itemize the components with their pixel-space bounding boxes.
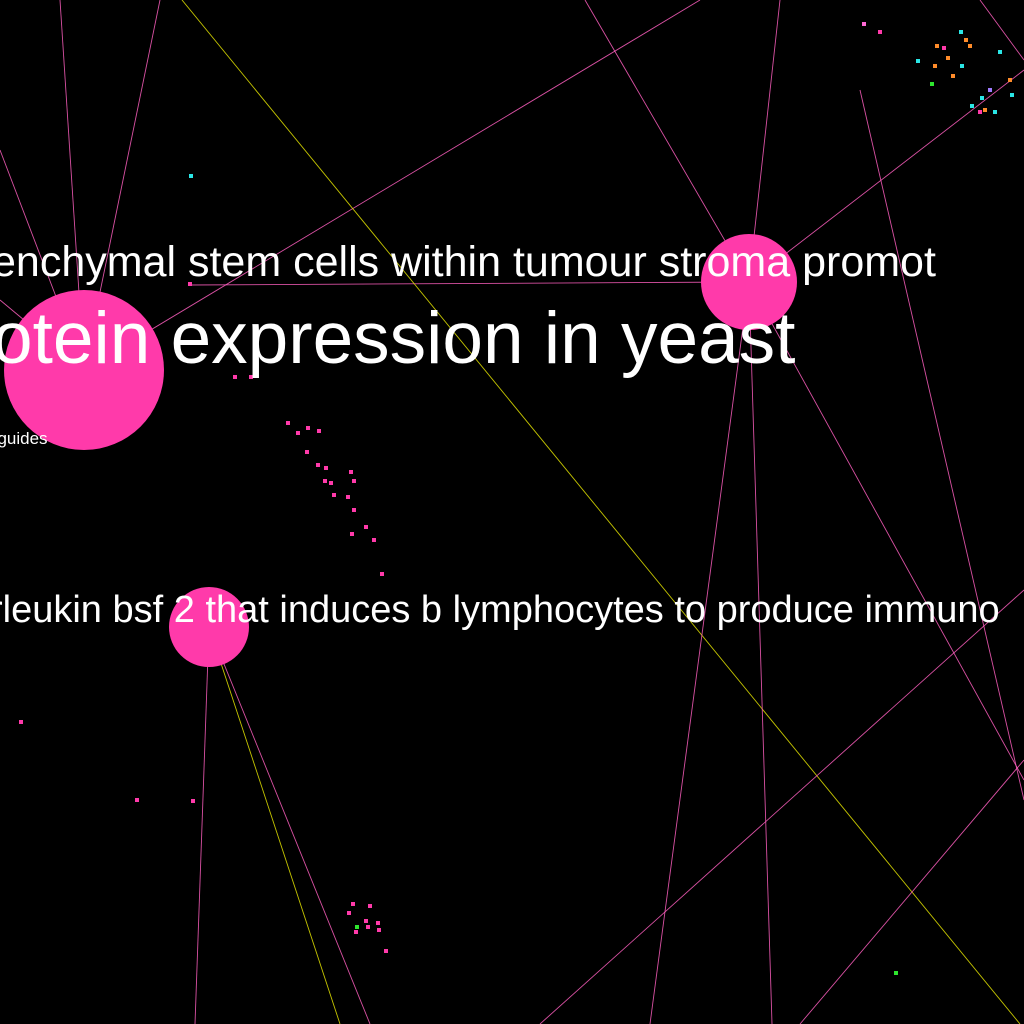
graph-particle	[1010, 93, 1014, 97]
graph-particle	[19, 720, 23, 724]
graph-particle	[329, 481, 333, 485]
graph-particle	[959, 30, 963, 34]
node-layer	[4, 234, 797, 667]
graph-edge	[189, 281, 750, 286]
graph-particle	[354, 930, 358, 934]
graph-particle	[351, 902, 355, 906]
node-yeast-protein-expression[interactable]	[4, 290, 164, 450]
graph-particle	[191, 799, 195, 803]
graph-particle	[862, 22, 866, 26]
graph-edge	[748, 281, 773, 1024]
graph-particle	[317, 429, 321, 433]
graph-particle	[355, 925, 359, 929]
graph-particle	[189, 174, 193, 178]
graph-particle	[324, 466, 328, 470]
graph-particle	[377, 928, 381, 932]
graph-particle	[306, 426, 310, 430]
graph-particle	[376, 921, 380, 925]
graph-edge	[649, 281, 750, 1024]
graph-edge	[194, 626, 210, 1024]
graph-particle	[384, 949, 388, 953]
graph-particle	[978, 110, 982, 114]
node-label-yeast-protein-expression[interactable]: otein expression in yeast	[0, 298, 796, 379]
graph-particle	[970, 104, 974, 108]
graph-particle	[380, 572, 384, 576]
graph-particle	[188, 282, 192, 286]
graph-particle	[983, 108, 987, 112]
node-tumour-stroma[interactable]	[701, 234, 797, 330]
graph-particle	[332, 493, 336, 497]
graph-edge	[799, 759, 1024, 1024]
graph-edge	[584, 0, 750, 283]
graph-edge	[83, 0, 701, 371]
graph-edge	[208, 626, 341, 1024]
graph-edge	[859, 89, 1024, 801]
graph-particle	[296, 431, 300, 435]
graph-particle	[346, 495, 350, 499]
graph-edge	[539, 589, 1024, 1024]
graph-particle	[946, 56, 950, 60]
graph-particle	[366, 925, 370, 929]
graph-particle	[316, 463, 320, 467]
graph-particle	[352, 508, 356, 512]
particle-layer	[19, 22, 1014, 975]
graph-particle	[916, 59, 920, 63]
node-label-tumour-stroma[interactable]: enchymal stem cells within tumour stroma…	[0, 238, 936, 286]
graph-particle	[933, 64, 937, 68]
node-label-interleukin-bsf2[interactable]: rleukin bsf 2 that induces b lymphocytes…	[0, 589, 1000, 631]
graph-particle	[364, 525, 368, 529]
graph-particle	[998, 50, 1002, 54]
graph-particle	[988, 88, 992, 92]
graph-particle	[935, 44, 939, 48]
graph-particle	[980, 96, 984, 100]
graph-particle	[305, 450, 309, 454]
graph-particle	[352, 479, 356, 483]
graph-particle	[993, 110, 997, 114]
graph-particle	[968, 44, 972, 48]
graph-particle	[347, 911, 351, 915]
graph-particle	[368, 904, 372, 908]
graph-particle	[286, 421, 290, 425]
graph-particle	[894, 971, 898, 975]
graph-edge	[979, 0, 1024, 61]
graph-particle	[249, 375, 253, 379]
graph-particle	[323, 479, 327, 483]
graph-particle	[964, 38, 968, 42]
graph-edge	[748, 281, 1024, 781]
graph-particle	[942, 46, 946, 50]
graph-particle	[930, 82, 934, 86]
node-interleukin-bsf2[interactable]	[169, 587, 249, 667]
graph-edge	[208, 626, 371, 1024]
graph-edge	[748, 69, 1024, 283]
graph-particle	[878, 30, 882, 34]
graph-particle	[1008, 78, 1012, 82]
graph-particle	[349, 470, 353, 474]
graph-particle	[350, 532, 354, 536]
graph-particle	[364, 919, 368, 923]
graph-particle	[372, 538, 376, 542]
node-label-waveguides[interactable]: eguides	[0, 429, 48, 448]
graph-edge	[181, 0, 1021, 1024]
graph-particle	[960, 64, 964, 68]
graph-particle	[233, 375, 237, 379]
graph-particle	[951, 74, 955, 78]
graph-particle	[135, 798, 139, 802]
